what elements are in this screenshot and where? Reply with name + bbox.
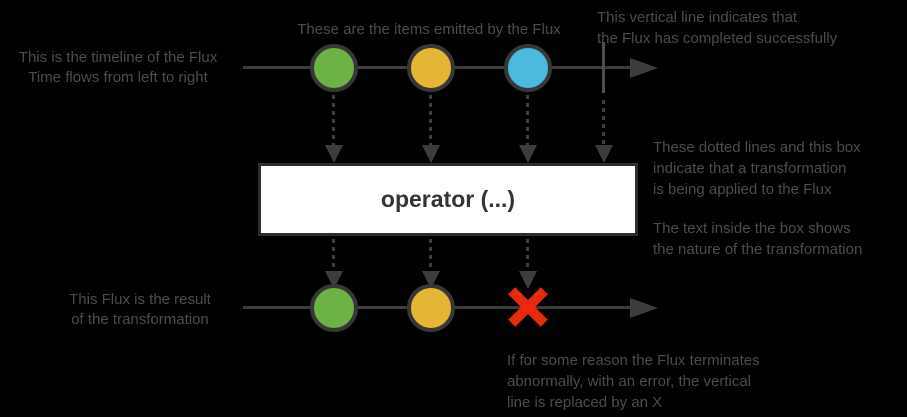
dashed-line: [332, 239, 335, 271]
transformation-annotation-line1: These dotted lines and this box: [653, 139, 861, 156]
timeline-annotation: This is the timeline of the Flux Time fl…: [8, 48, 228, 88]
error-annotation-line1: If for some reason the Flux terminates: [507, 352, 760, 369]
source-marble-blue: [504, 44, 552, 92]
error-x-icon: [507, 286, 549, 328]
down-arrow-icon: [325, 145, 343, 163]
source-marble-yellow: [407, 44, 455, 92]
result-annotation-line2: of the transformation: [71, 311, 209, 328]
operator-box: operator (...): [258, 163, 638, 236]
down-arrow-icon: [595, 145, 613, 163]
result-marble-yellow: [407, 284, 455, 332]
dashed-line: [526, 239, 529, 271]
result-timeline-arrow-icon: [630, 298, 658, 318]
source-timeline-arrow-icon: [630, 58, 658, 78]
timeline-annotation-line1: This is the timeline of the Flux: [18, 49, 218, 66]
completion-annotation-line1: This vertical line indicates that: [597, 9, 798, 26]
down-arrow-icon: [519, 145, 537, 163]
down-arrow-icon: [422, 145, 440, 163]
error-annotation-line2: abnormally, with an error, the vertical: [507, 373, 751, 390]
result-marble-green: [310, 284, 358, 332]
dashed-line: [332, 95, 335, 145]
completion-annotation: This vertical line indicates that the Fl…: [597, 7, 837, 49]
timeline-annotation-line2: Time flows from left to right: [28, 69, 208, 86]
dashed-line: [429, 239, 432, 271]
complete-marker: [602, 42, 605, 93]
completion-annotation-line2: the Flux has completed successfully: [597, 30, 838, 47]
dashed-line: [602, 100, 605, 145]
error-annotation: If for some reason the Flux terminates a…: [507, 350, 760, 413]
dashed-line: [526, 95, 529, 145]
transformation-annotation-line3: is being applied to the Flux: [653, 181, 832, 198]
dashed-line: [429, 95, 432, 145]
source-marble-green: [310, 44, 358, 92]
result-annotation-line1: This Flux is the result: [69, 291, 211, 308]
down-arrow-icon: [519, 271, 537, 289]
operator-box-label: operator (...): [380, 186, 516, 212]
items-annotation: These are the items emitted by the Flux: [297, 21, 561, 38]
box-text-annotation: The text inside the box shows the nature…: [653, 218, 862, 260]
transformation-annotation-line2: indicate that a transformation: [653, 160, 847, 177]
box-text-annotation-line1: The text inside the box shows: [653, 220, 851, 237]
result-annotation: This Flux is the result of the transform…: [40, 290, 240, 330]
box-text-annotation-line2: the nature of the transformation: [653, 241, 863, 258]
error-annotation-line3: line is replaced by an X: [507, 394, 663, 411]
transformation-annotation: These dotted lines and this box indicate…: [653, 137, 861, 200]
